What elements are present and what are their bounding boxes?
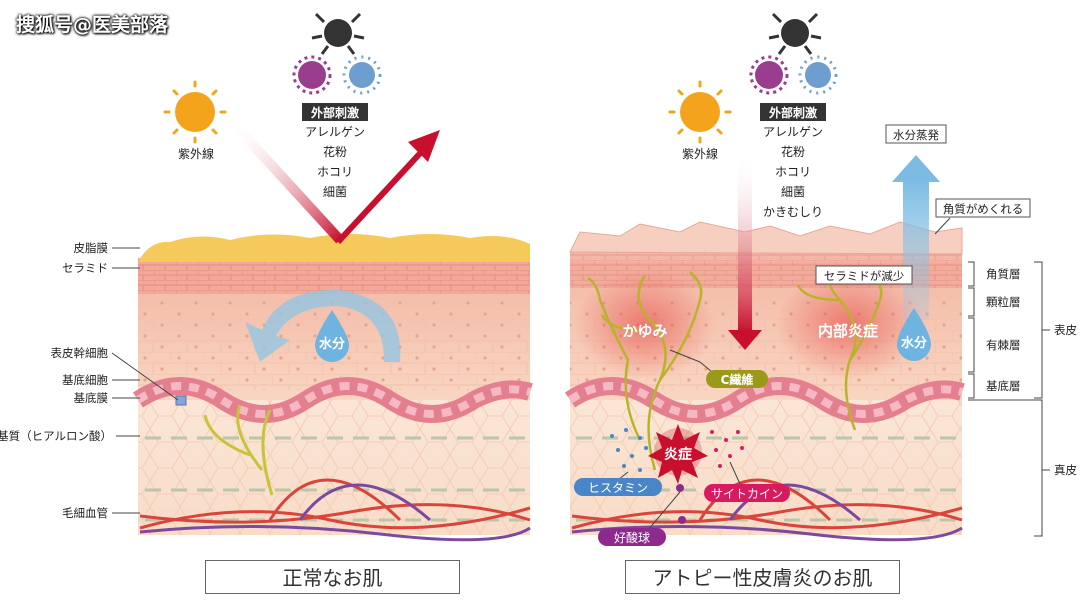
eosinophil-cell xyxy=(678,516,686,524)
atopic-uv-arrow-shaft xyxy=(738,152,752,332)
water-evap-box xyxy=(885,124,947,144)
normal-water-circulation-arrow xyxy=(245,289,401,362)
cytokine-dots xyxy=(710,430,744,468)
side-label-stem-cell: 表皮幹細胞 xyxy=(51,346,109,360)
normal-uv-arrow-out xyxy=(335,145,428,245)
atopic-itch-label: かゆみ xyxy=(622,322,667,340)
normal-stratum-corneum xyxy=(138,258,530,294)
normal-sun-icon xyxy=(163,80,227,144)
watermark-text: 搜狐号@医美部落 xyxy=(16,14,169,36)
eosinophil-cell xyxy=(676,484,684,492)
epidermis-label: 表皮 xyxy=(1054,323,1077,337)
layer-label-spinous: 有棘層 xyxy=(986,338,1021,352)
normal-basal-cells xyxy=(135,382,532,418)
atopic-capillaries xyxy=(571,478,963,542)
virus-icon-purple xyxy=(292,55,332,95)
atopic-water-label: 水分 xyxy=(901,335,927,351)
atopic-c-fibers xyxy=(587,269,883,471)
normal-uv-arrowhead xyxy=(408,130,440,162)
histamine-dots xyxy=(610,428,648,472)
inflammation-burst-icon xyxy=(648,424,708,484)
normal-external-title: 外部刺激 xyxy=(311,105,359,120)
side-label-basal-cell: 基底細胞 xyxy=(62,373,108,387)
bacteria-icon xyxy=(768,12,822,55)
normal-stem-cell xyxy=(175,395,187,406)
virus-icon-blue xyxy=(798,55,838,95)
atopic-uv-label: 紫外線 xyxy=(682,146,718,161)
keratin-peel-label: 角質がめくれる xyxy=(943,202,1024,216)
normal-external-title-bg xyxy=(302,103,368,121)
normal-sebum-film xyxy=(138,234,530,262)
layer-label-granular: 顆粒層 xyxy=(986,295,1021,309)
atopic-external-title-bg xyxy=(760,103,826,121)
normal-external-item: ホコリ xyxy=(317,165,353,179)
atopic-external-item: かきむしり xyxy=(763,205,823,219)
side-label-capillary: 毛細血管 xyxy=(62,506,108,520)
virus-icon-blue xyxy=(342,55,382,95)
virus-icon-purple xyxy=(749,55,789,95)
normal-uv-label: 紫外線 xyxy=(178,146,214,161)
cytokine-label: サイトカイン xyxy=(711,487,783,501)
atopic-external-title: 外部刺激 xyxy=(769,105,817,120)
atopic-basal-cells xyxy=(567,382,964,418)
atopic-uv-arrowhead xyxy=(728,330,762,350)
atopic-external-item: 細菌 xyxy=(781,185,805,199)
c-fiber-label: C繊維 xyxy=(721,372,754,387)
normal-leader-lines xyxy=(111,247,179,514)
layer-label-basal: 基底層 xyxy=(986,379,1021,393)
layer-brackets xyxy=(968,261,1050,537)
normal-external-item: 細菌 xyxy=(323,185,347,199)
atopic-external-item: 花粉 xyxy=(781,144,805,159)
atopic-skin-caption: アトピー性皮膚炎のお肌 xyxy=(625,560,900,594)
layer-label-corneum: 角質層 xyxy=(986,267,1021,281)
histamine-label: ヒスタミン xyxy=(588,481,648,495)
keratin-peel-box xyxy=(935,198,1031,218)
normal-uv-arrow-in xyxy=(228,118,344,244)
atopic-peeling-keratin xyxy=(569,221,963,255)
normal-external-item: 花粉 xyxy=(323,144,347,159)
normal-water-label: 水分 xyxy=(319,336,345,352)
atopic-skin-panel: 水分 かゆみ 内部炎症 C繊維 炎症 ヒスタミン サイトカイン 好酸球 xyxy=(565,12,1077,546)
atopic-germ-icons xyxy=(749,12,838,95)
side-label-sebum: 皮脂膜 xyxy=(74,241,109,255)
atopic-evap-arrowhead xyxy=(892,155,940,182)
normal-water-drop xyxy=(315,310,349,362)
atopic-evap-arrow-shaft xyxy=(903,180,929,320)
atopic-internal-inflammation-label: 内部炎症 xyxy=(818,322,878,340)
atopic-dermis-pattern xyxy=(570,395,962,535)
atopic-sun-icon xyxy=(668,80,732,144)
ceramide-decrease-label: セラミドが減少 xyxy=(824,269,905,283)
layer-labels: 角質層 顆粒層 有棘層 基底層 表皮 真皮 xyxy=(986,267,1077,477)
dermis-label: 真皮 xyxy=(1054,463,1077,477)
inflammation-label: 炎症 xyxy=(664,446,692,463)
normal-external-item: アレルゲン xyxy=(305,125,365,139)
side-label-matrix: 基質（ヒアルロン酸） xyxy=(0,429,112,443)
atopic-itch-glow xyxy=(575,270,715,380)
c-fiber-badge xyxy=(706,370,768,388)
atopic-external-item: アレルゲン xyxy=(763,125,823,139)
normal-dermis-pattern xyxy=(138,395,530,535)
side-label-ceramide: セラミド xyxy=(62,261,108,275)
bacteria-icon xyxy=(311,12,365,55)
normal-capillaries xyxy=(139,478,531,542)
histamine-badge xyxy=(574,478,662,496)
normal-skin-caption: 正常なお肌 xyxy=(205,560,460,594)
normal-side-labels: 皮脂膜 セラミド 表皮幹細胞 基底細胞 基底膜 基質（ヒアルロン酸） 毛細血管 xyxy=(0,241,112,520)
cytokine-badge xyxy=(704,484,790,502)
normal-nerves xyxy=(203,404,274,496)
atopic-external-item: ホコリ xyxy=(775,165,811,179)
eosinophil-badge xyxy=(598,528,666,546)
normal-skin-panel: 水分 紫外線 xyxy=(0,12,533,542)
normal-germ-icons xyxy=(292,12,382,95)
ceramide-decrease-box xyxy=(815,265,913,285)
water-evap-label: 水分蒸発 xyxy=(893,128,939,142)
atopic-water-drop xyxy=(897,308,931,361)
eosinophil-label: 好酸球 xyxy=(614,530,650,545)
side-label-basal-membrane: 基底膜 xyxy=(74,391,109,405)
